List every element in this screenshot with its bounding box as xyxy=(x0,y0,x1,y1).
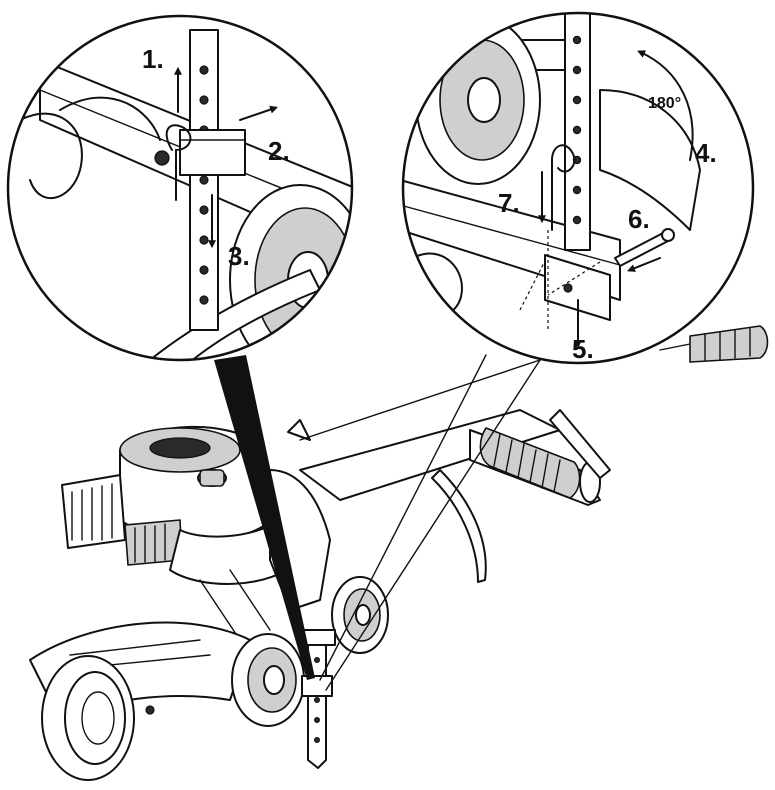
step-label-5: 5. xyxy=(572,334,594,364)
tiller-illustration xyxy=(29,325,769,781)
right-circle-border xyxy=(401,11,755,365)
step-label-7: 7. xyxy=(498,188,520,218)
left-wheel xyxy=(41,655,135,781)
transport-wheel-rear xyxy=(331,576,389,654)
step-label-3: 3. xyxy=(228,241,250,271)
clutch-lever xyxy=(431,469,487,583)
bracket xyxy=(179,129,246,176)
right-callout-lines xyxy=(319,354,541,691)
step-label-1: 1. xyxy=(142,44,164,74)
right-handle-grip xyxy=(659,325,769,363)
engine xyxy=(61,425,301,585)
cable-clip xyxy=(287,419,311,441)
left-circle-border xyxy=(6,14,354,362)
hitch-bracket xyxy=(544,254,611,321)
left-callout-beam xyxy=(214,355,315,680)
handle-grip xyxy=(469,409,611,506)
right-detail-circle: 180° 4. 5. 6. 7. xyxy=(401,11,755,365)
transport-wheel xyxy=(231,633,305,727)
step-label-6: 6. xyxy=(628,204,650,234)
step-label-4: 4. xyxy=(695,138,717,168)
arrow-step-6 xyxy=(627,257,661,272)
throttle-cable xyxy=(299,359,541,441)
frame-rods xyxy=(199,569,271,641)
shield-right xyxy=(599,89,701,231)
rotation-arrow xyxy=(637,50,694,161)
hair-pin-clip-right xyxy=(551,144,576,231)
rotation-label: 180° xyxy=(648,95,681,112)
arrow-step-2 xyxy=(239,105,279,121)
cable-loop xyxy=(19,112,83,200)
left-detail-circle: 1. 2. 3. xyxy=(6,14,354,362)
step-label-2: 2. xyxy=(268,136,290,166)
hair-pin-clip xyxy=(165,124,192,201)
